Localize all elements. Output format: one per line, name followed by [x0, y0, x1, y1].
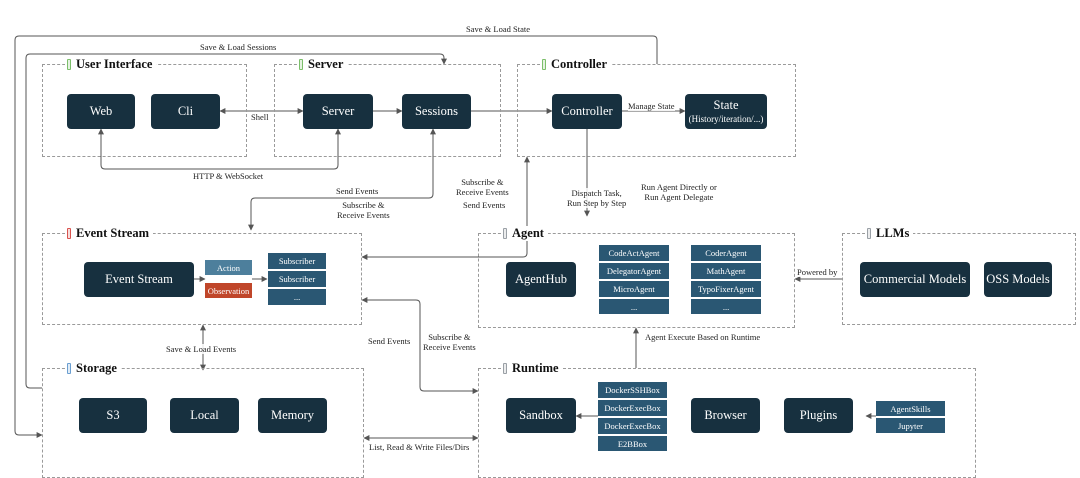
label-save-load-events: Save & Load Events [166, 344, 237, 355]
oss-models-node: OSS Models [984, 262, 1052, 297]
controller-node: Controller [552, 94, 622, 129]
subscriber-cell: Subscriber [268, 253, 326, 269]
sandbox-box-cell: DockerExecBox [598, 400, 667, 416]
event-stream-node: Event Stream [84, 262, 194, 297]
agent-cell: ... [599, 299, 669, 314]
group-llms: LLMs [842, 226, 1076, 325]
agent-cell: TypoFixerAgent [691, 281, 761, 297]
group-title: Agent [512, 226, 544, 240]
state-node: State (History/iteration/...) [685, 94, 767, 129]
subscriber-cell: ... [268, 289, 326, 305]
group-server: Server [274, 57, 501, 157]
label-save-load-sessions: Save & Load Sessions [200, 42, 277, 53]
group-title: User Interface [76, 57, 153, 71]
sandbox-box-cell: E2BBox [598, 436, 667, 451]
label-subscribe-receive-3: Subscribe & Receive Events [423, 332, 476, 353]
sandbox-node: Sandbox [506, 398, 576, 433]
group-user-interface: User Interface [42, 57, 247, 157]
plugins-node: Plugins [784, 398, 853, 433]
cli-node: Cli [151, 94, 220, 129]
group-agent: Agent [478, 226, 795, 328]
label-save-load-state: Save & Load State [466, 24, 530, 35]
sandbox-box-cell: DockerSSHBox [598, 382, 667, 398]
state-subtitle: (History/iteration/...) [688, 113, 764, 124]
web-node: Web [67, 94, 135, 129]
memory-node: Memory [258, 398, 327, 433]
architecture-diagram: User Interface Server Controller Event S… [14, 24, 1076, 478]
runtime-marker-icon [503, 363, 507, 374]
server-node: Server [303, 94, 373, 129]
eventstream-marker-icon [67, 228, 71, 239]
agent-cell: CoderAgent [691, 245, 761, 261]
subscriber-cell: Subscriber [268, 271, 326, 287]
agent-cell: MathAgent [691, 263, 761, 279]
sessions-node: Sessions [402, 94, 471, 129]
label-send-events-2: Send Events [463, 200, 506, 211]
agent-cell: CodeActAgent [599, 245, 669, 261]
state-title: State [713, 98, 739, 113]
group-title: LLMs [876, 226, 910, 240]
group-title: Controller [551, 57, 608, 71]
agenthub-node: AgentHub [506, 262, 576, 297]
label-http-websocket: HTTP & WebSocket [193, 171, 264, 182]
group-storage: Storage [42, 361, 364, 478]
sandbox-box-cell: DockerExecBox [598, 418, 667, 434]
group-title: Event Stream [76, 226, 150, 240]
llms-marker-icon [867, 228, 871, 239]
ui-marker-icon [67, 59, 71, 70]
agent-cell: ... [691, 299, 761, 314]
agent-marker-icon [503, 228, 507, 239]
edge-save-load-sessions [25, 53, 447, 389]
group-controller: Controller [517, 57, 796, 157]
label-manage-state: Manage State [628, 101, 675, 112]
agent-cell: MicroAgent [599, 281, 669, 297]
server-marker-icon [299, 59, 303, 70]
s3-node: S3 [79, 398, 147, 433]
local-node: Local [170, 398, 239, 433]
label-list-read-write: List, Read & Write Files/Dirs [369, 442, 470, 453]
group-event-stream: Event Stream [42, 226, 362, 325]
observation-tag: Observation [205, 283, 252, 298]
label-powered-by: Powered by [797, 267, 838, 278]
label-dispatch-task: Dispatch Task, Run Step by Step [567, 188, 627, 209]
label-send-events-1: Send Events [336, 186, 379, 197]
plugin-item-cell: AgentSkills [876, 401, 945, 416]
label-send-events-3: Send Events [368, 336, 411, 347]
group-title: Server [308, 57, 344, 71]
plugin-item-cell: Jupyter [876, 418, 945, 433]
agent-cell: DelegatorAgent [599, 263, 669, 279]
controller-marker-icon [542, 59, 546, 70]
commercial-models-node: Commercial Models [860, 262, 970, 297]
label-subscribe-receive-2: Subscribe & Receive Events [456, 177, 509, 198]
edge-eventstream-runtime [361, 297, 479, 394]
label-agent-execute: Agent Execute Based on Runtime [645, 332, 761, 343]
group-title: Storage [76, 361, 117, 375]
label-run-agent: Run Agent Directly or Run Agent Delegate [641, 182, 717, 203]
group-title: Runtime [512, 361, 559, 375]
browser-node: Browser [691, 398, 760, 433]
storage-marker-icon [67, 363, 71, 374]
label-subscribe-receive-1: Subscribe & Receive Events [337, 200, 390, 221]
edge-controller-eventstream [361, 156, 530, 260]
edge-save-load-state [14, 35, 658, 438]
label-shell: Shell [251, 112, 269, 123]
action-tag: Action [205, 260, 252, 275]
